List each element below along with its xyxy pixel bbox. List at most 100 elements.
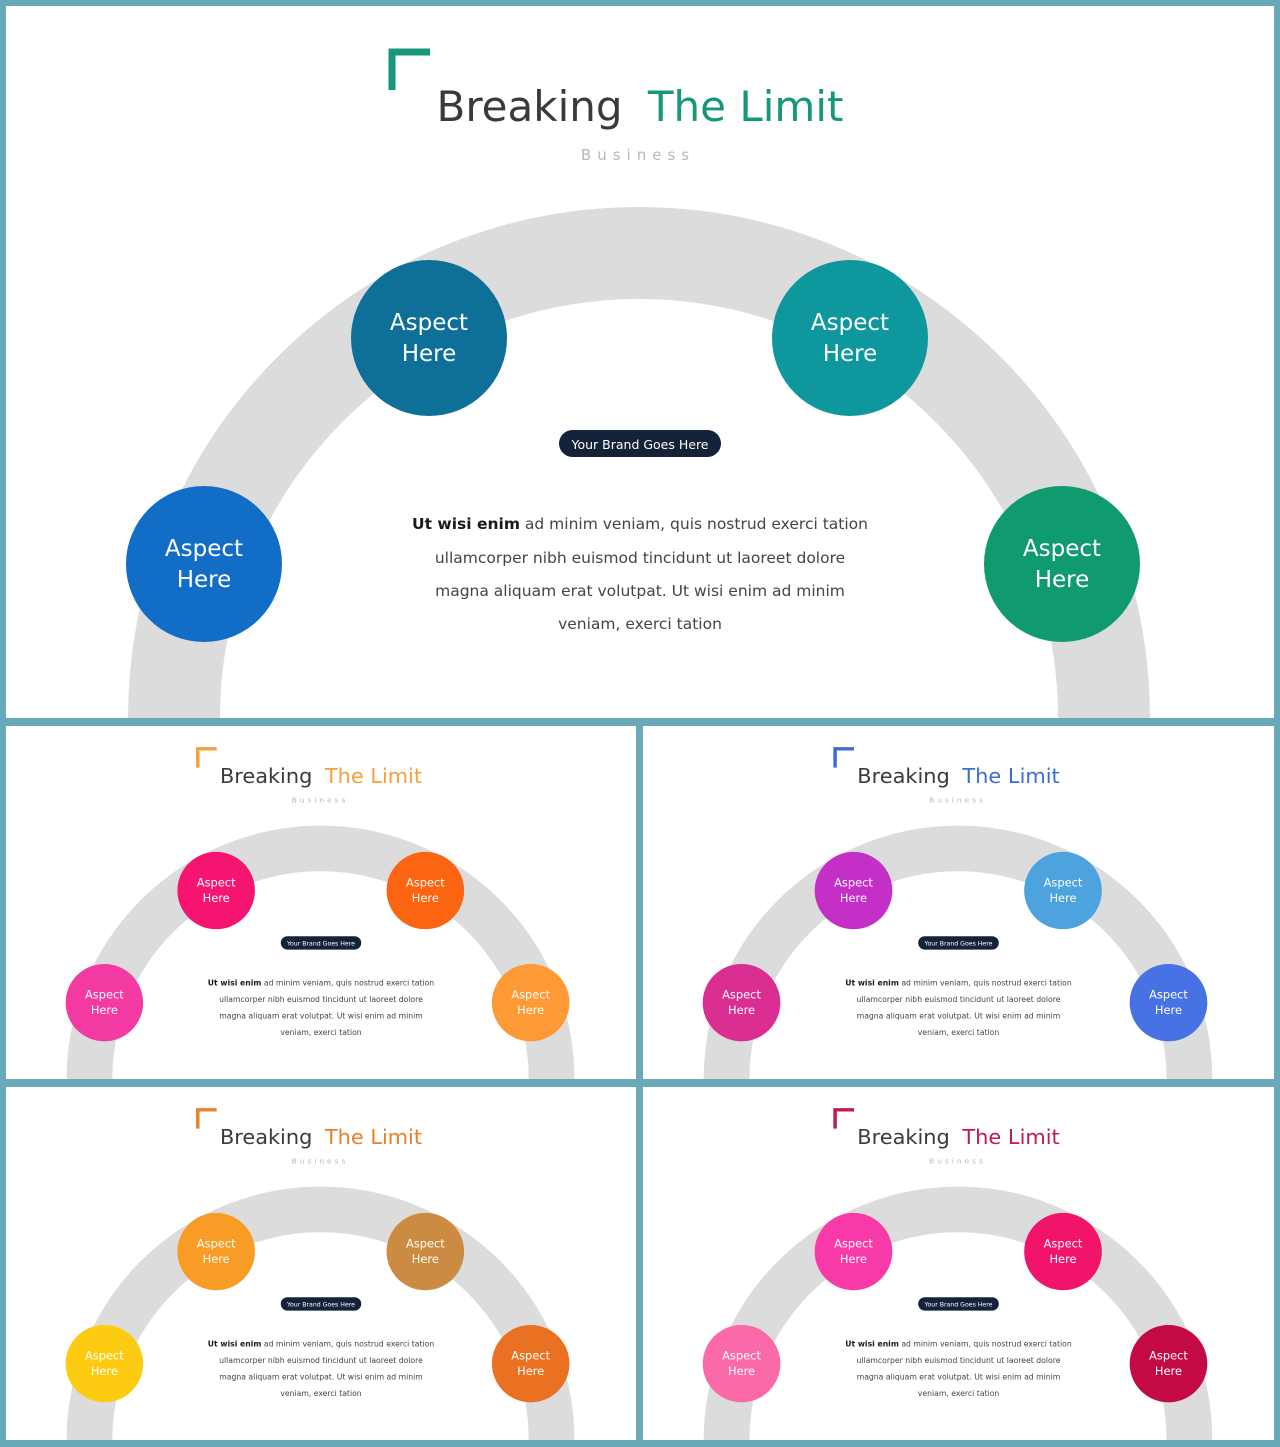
- svg-text:Here: Here: [412, 891, 439, 905]
- svg-text:Here: Here: [203, 1252, 230, 1266]
- aspect-circle-1: Aspect Here: [126, 486, 282, 642]
- brand-pill-label: Your Brand Goes Here: [286, 941, 355, 948]
- body-bold: Ut wisi enim: [208, 1339, 262, 1348]
- slide-bottom-left: Breaking The Limit Business Your Brand G…: [6, 1087, 636, 1440]
- corner-bracket-icon: [196, 1108, 217, 1129]
- slide-title: Breaking The Limit: [220, 764, 422, 788]
- svg-text:Here: Here: [1035, 567, 1090, 593]
- arch-track: [703, 825, 1213, 1079]
- body-line-2: ullamcorper nibh euismod tincidunt ut la…: [219, 995, 423, 1004]
- svg-text:Aspect: Aspect: [406, 876, 445, 890]
- aspect-circle-1: Aspect Here: [702, 963, 781, 1042]
- aspect-circle-3: Aspect Here: [1024, 851, 1102, 930]
- body-line-1: Ut wisi enim ad minim veniam, quis nostr…: [412, 515, 868, 533]
- title-part2: The Limit: [647, 82, 844, 131]
- svg-text:Aspect: Aspect: [1044, 876, 1083, 890]
- aspect-circle-4: Aspect Here: [1129, 963, 1208, 1042]
- svg-text:Aspect: Aspect: [197, 876, 236, 890]
- svg-text:Aspect: Aspect: [1149, 1349, 1188, 1363]
- body-line-1-text: ad minim veniam, quis nostrud exerci tat…: [261, 1339, 434, 1348]
- svg-text:Here: Here: [91, 1364, 118, 1378]
- svg-text:Here: Here: [517, 1364, 544, 1378]
- body-line-3: magna aliquam erat volutpat. Ut wisi eni…: [857, 1012, 1061, 1021]
- svg-text:Here: Here: [840, 1252, 867, 1266]
- brand-pill-label: Your Brand Goes Here: [924, 1302, 993, 1309]
- brand-pill-label: Your Brand Goes Here: [570, 437, 708, 452]
- title-part2: The Limit: [324, 1125, 422, 1149]
- svg-text:Aspect: Aspect: [197, 1237, 236, 1251]
- slide-title: Breaking The Limit: [857, 764, 1060, 788]
- aspect-circle-4: Aspect Here: [984, 486, 1140, 642]
- slide-subtitle: Business: [929, 795, 986, 804]
- title-part1: Breaking: [220, 764, 312, 788]
- svg-text:Aspect: Aspect: [1023, 536, 1101, 562]
- aspect-circle-1: Aspect Here: [65, 1324, 144, 1403]
- body-line-3: magna aliquam erat volutpat. Ut wisi eni…: [435, 582, 845, 600]
- body-line-2: ullamcorper nibh euismod tincidunt ut la…: [857, 1356, 1061, 1365]
- aspect-circle-2: Aspect Here: [177, 851, 255, 930]
- body-line-1: Ut wisi enim ad minim veniam, quis nostr…: [208, 978, 435, 987]
- body-line-1-text: ad minim veniam, quis nostrud exerci tat…: [899, 1339, 1072, 1348]
- corner-bracket-icon: [833, 1108, 854, 1129]
- body-line-1-text: ad minim veniam, quis nostrud exerci tat…: [261, 978, 434, 987]
- svg-text:Aspect: Aspect: [165, 536, 243, 562]
- slide-top-left: Breaking The Limit Business Your Brand G…: [6, 726, 636, 1079]
- body-bold: Ut wisi enim: [845, 978, 899, 987]
- arch-track: [128, 207, 1150, 718]
- svg-text:Here: Here: [728, 1003, 755, 1017]
- svg-text:Here: Here: [1155, 1364, 1182, 1378]
- svg-text:Here: Here: [840, 891, 867, 905]
- body-line-4: veniam, exerci tation: [280, 1389, 361, 1398]
- title-part2: The Limit: [324, 764, 422, 788]
- body-line-4: veniam, exerci tation: [558, 615, 722, 633]
- svg-text:Aspect: Aspect: [390, 310, 468, 336]
- body-line-3: magna aliquam erat volutpat. Ut wisi eni…: [219, 1373, 422, 1382]
- aspect-circle-2: Aspect Here: [351, 260, 507, 416]
- title-part1: Breaking: [220, 1125, 312, 1149]
- aspect-circle-2: Aspect Here: [814, 1212, 893, 1291]
- title-part1: Breaking: [857, 764, 950, 788]
- svg-text:Here: Here: [823, 341, 878, 367]
- svg-text:Here: Here: [517, 1003, 544, 1017]
- aspect-circle-3: Aspect Here: [386, 851, 465, 930]
- aspect-circle-1: Aspect Here: [702, 1324, 781, 1403]
- brand-pill: [280, 1297, 362, 1311]
- aspect-circle-2: Aspect Here: [177, 1212, 255, 1291]
- svg-text:Aspect: Aspect: [811, 310, 889, 336]
- slide-subtitle: Business: [292, 795, 349, 804]
- slide-title: Breaking The Limit: [220, 1125, 422, 1149]
- brand-pill-label: Your Brand Goes Here: [286, 1302, 355, 1309]
- brand-pill: [559, 430, 721, 457]
- body-line-1: Ut wisi enim ad minim veniam, quis nostr…: [845, 1339, 1072, 1348]
- svg-text:Aspect: Aspect: [511, 1349, 550, 1363]
- svg-text:Here: Here: [91, 1003, 118, 1017]
- svg-text:Aspect: Aspect: [1149, 988, 1188, 1002]
- svg-text:Aspect: Aspect: [722, 1349, 761, 1363]
- corner-bracket-icon: [388, 48, 430, 90]
- svg-text:Aspect: Aspect: [511, 988, 550, 1002]
- body-line-4: veniam, exerci tation: [918, 1389, 1000, 1398]
- arch-track: [66, 825, 575, 1079]
- body-line-2: ullamcorper nibh euismod tincidunt ut la…: [435, 549, 845, 567]
- body-bold: Ut wisi enim: [845, 1339, 899, 1348]
- slide-bottom-right: Breaking The Limit Business Your Brand G…: [643, 1087, 1274, 1440]
- title-part2: The Limit: [961, 764, 1059, 788]
- body-line-2: ullamcorper nibh euismod tincidunt ut la…: [857, 995, 1061, 1004]
- svg-text:Here: Here: [402, 341, 457, 367]
- arch-track: [703, 1186, 1213, 1440]
- aspect-circle-3: Aspect Here: [772, 260, 928, 416]
- slide-title: Breaking The Limit: [437, 82, 844, 131]
- body-line-4: veniam, exerci tation: [280, 1028, 361, 1037]
- slide-subtitle: Business: [929, 1156, 986, 1165]
- body-line-1-text: ad minim veniam, quis nostrud exerci tat…: [899, 978, 1072, 987]
- svg-text:Aspect: Aspect: [85, 988, 124, 1002]
- slide-top-right: Breaking The Limit Business Your Brand G…: [643, 726, 1274, 1079]
- body-line-4: veniam, exerci tation: [918, 1028, 1000, 1037]
- svg-text:Here: Here: [1155, 1003, 1182, 1017]
- svg-text:Here: Here: [1049, 891, 1076, 905]
- slide-main: Breaking The Limit Business Your Brand G…: [6, 6, 1274, 718]
- svg-text:Here: Here: [177, 567, 232, 593]
- body-line-1-text: ad minim veniam, quis nostrud exerci tat…: [520, 515, 868, 533]
- svg-text:Here: Here: [728, 1364, 755, 1378]
- title-part1: Breaking: [437, 82, 623, 131]
